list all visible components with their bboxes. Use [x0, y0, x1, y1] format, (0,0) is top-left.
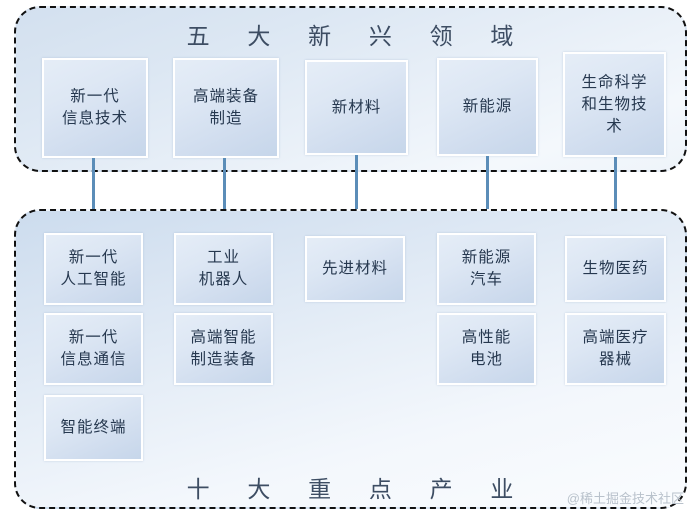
bottom-section-title: 十 大 重 点 产 业	[186, 477, 530, 502]
connector-2	[223, 158, 226, 233]
node-label-line: 高性能	[461, 329, 512, 346]
node-label-line: 高端智能	[190, 329, 257, 346]
node-label-line: 新能源	[462, 98, 513, 115]
node-label-line: 工业	[206, 249, 240, 266]
node-label-line: 高端装备	[192, 88, 259, 105]
node-高端智能制造装备[interactable]: 高端智能制造装备	[174, 313, 273, 385]
node-label-line: 制造	[209, 110, 243, 127]
node-高端医疗器械[interactable]: 高端医疗器械	[565, 313, 666, 385]
node-新一代人工智能[interactable]: 新一代人工智能	[44, 233, 143, 305]
node-高端装备制造[interactable]: 高端装备制造	[173, 58, 279, 158]
node-label-line: 信息通信	[60, 351, 127, 368]
node-label-line: 术	[606, 117, 623, 135]
node-label-line: 智能终端	[60, 419, 127, 436]
node-label-line: 机器人	[198, 271, 249, 288]
connector-1	[92, 158, 95, 233]
node-label-line: 器械	[598, 351, 632, 368]
node-高性能电池[interactable]: 高性能电池	[437, 313, 536, 385]
node-新一代信息通信[interactable]: 新一代信息通信	[44, 313, 143, 385]
node-新材料[interactable]: 新材料	[305, 60, 408, 155]
node-label-line: 信息技术	[61, 110, 128, 127]
node-label-line: 生物医药	[582, 260, 649, 277]
node-先进材料[interactable]: 先进材料	[305, 236, 405, 302]
node-label-line: 生命科学	[581, 73, 648, 91]
node-label-line: 电池	[469, 351, 503, 368]
node-label-line: 制造装备	[190, 351, 257, 368]
node-label-line: 和生物技	[581, 95, 648, 113]
node-新能源[interactable]: 新能源	[437, 58, 538, 156]
node-label-line: 新能源	[461, 249, 512, 266]
connector-5	[614, 157, 617, 236]
node-生物医药[interactable]: 生物医药	[565, 236, 666, 302]
node-label-line: 新一代	[68, 249, 119, 266]
node-label-line: 新一代	[68, 329, 119, 346]
connector-3	[355, 155, 358, 236]
node-工业机器人[interactable]: 工业机器人	[174, 233, 273, 305]
top-section-title: 五 大 新 兴 领 域	[186, 24, 530, 49]
node-生命科学和生物技术[interactable]: 生命科学和生物技术	[563, 52, 666, 157]
node-智能终端[interactable]: 智能终端	[44, 395, 143, 461]
node-新能源汽车[interactable]: 新能源汽车	[437, 233, 536, 305]
node-label-line: 先进材料	[321, 260, 388, 277]
node-新一代信息技术[interactable]: 新一代信息技术	[42, 58, 148, 158]
node-label-line: 高端医疗	[582, 329, 649, 346]
watermark-label: @稀土掘金技术社区	[566, 491, 684, 506]
node-label-line: 人工智能	[60, 271, 127, 288]
node-label-line: 汽车	[469, 271, 503, 288]
connector-4	[486, 156, 489, 233]
node-label-line: 新材料	[331, 98, 382, 116]
node-label-line: 新一代	[70, 88, 120, 105]
